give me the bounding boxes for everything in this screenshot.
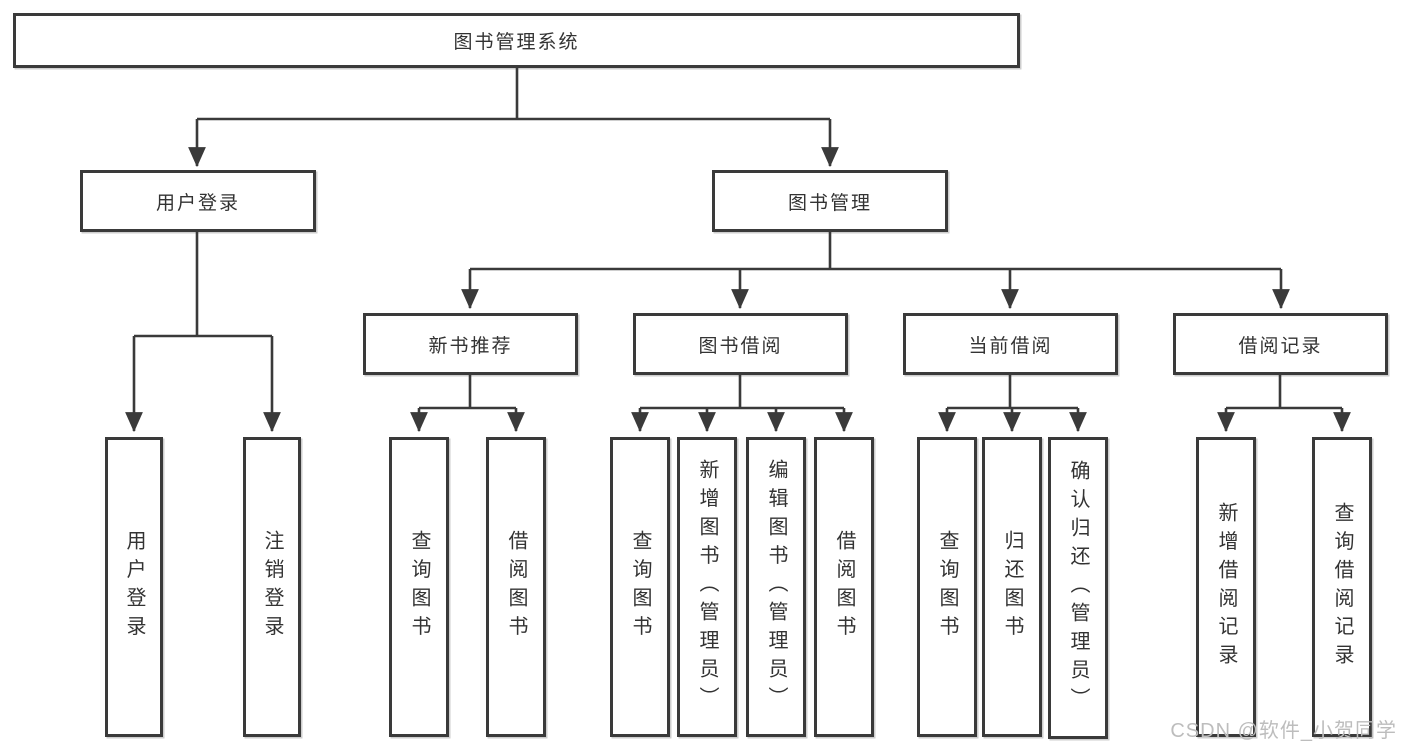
node-current-borrow: 当前借阅	[903, 313, 1118, 375]
node-label: 借阅记录	[1238, 335, 1323, 357]
leaf-label: 归还图书	[1001, 530, 1023, 644]
node-borrow-records: 借阅记录	[1173, 313, 1388, 375]
leaf-user-login: 用户登录	[105, 437, 163, 737]
leaf-label: 确认归还（管理员）	[1067, 460, 1089, 716]
node-label: 新书推荐	[428, 335, 513, 357]
leaf-query-books-2: 查询图书	[610, 437, 670, 737]
leaf-label: 查询借阅记录	[1331, 501, 1353, 673]
leaf-label: 查询图书	[629, 530, 651, 644]
leaf-label: 借阅图书	[505, 530, 527, 644]
leaf-edit-books-admin: 编辑图书（管理员）	[746, 437, 806, 737]
node-label: 图书借阅	[698, 335, 783, 357]
node-label: 用户登录	[155, 192, 240, 214]
leaf-query-borrow-record: 查询借阅记录	[1312, 437, 1372, 737]
leaf-return-books: 归还图书	[982, 437, 1042, 737]
node-book-borrow: 图书借阅	[633, 313, 848, 375]
leaf-label: 用户登录	[123, 530, 145, 644]
node-book-management: 图书管理	[712, 170, 948, 232]
leaf-borrow-books-2: 借阅图书	[814, 437, 874, 737]
leaf-add-books-admin: 新增图书（管理员）	[677, 437, 737, 737]
leaf-label: 注销登录	[261, 530, 283, 644]
leaf-label: 新增借阅记录	[1215, 501, 1237, 673]
leaf-label: 新增图书（管理员）	[696, 459, 718, 715]
leaf-label: 借阅图书	[833, 530, 855, 644]
node-label: 图书管理	[787, 192, 872, 214]
node-label: 图书管理系统	[453, 32, 580, 53]
leaf-add-borrow-record: 新增借阅记录	[1196, 437, 1256, 737]
leaf-query-books-3: 查询图书	[917, 437, 977, 737]
node-user-login: 用户登录	[80, 170, 316, 232]
leaf-logout: 注销登录	[243, 437, 301, 737]
leaf-label: 编辑图书（管理员）	[765, 459, 787, 715]
node-label: 当前借阅	[968, 335, 1053, 357]
leaf-label: 查询图书	[936, 530, 958, 644]
leaf-label: 查询图书	[408, 530, 430, 644]
leaf-query-books-1: 查询图书	[389, 437, 449, 737]
node-root-system: 图书管理系统	[13, 13, 1020, 68]
leaf-confirm-return-admin: 确认归还（管理员）	[1048, 437, 1108, 739]
leaf-borrow-books-1: 借阅图书	[486, 437, 546, 737]
node-new-book-recommend: 新书推荐	[363, 313, 578, 375]
